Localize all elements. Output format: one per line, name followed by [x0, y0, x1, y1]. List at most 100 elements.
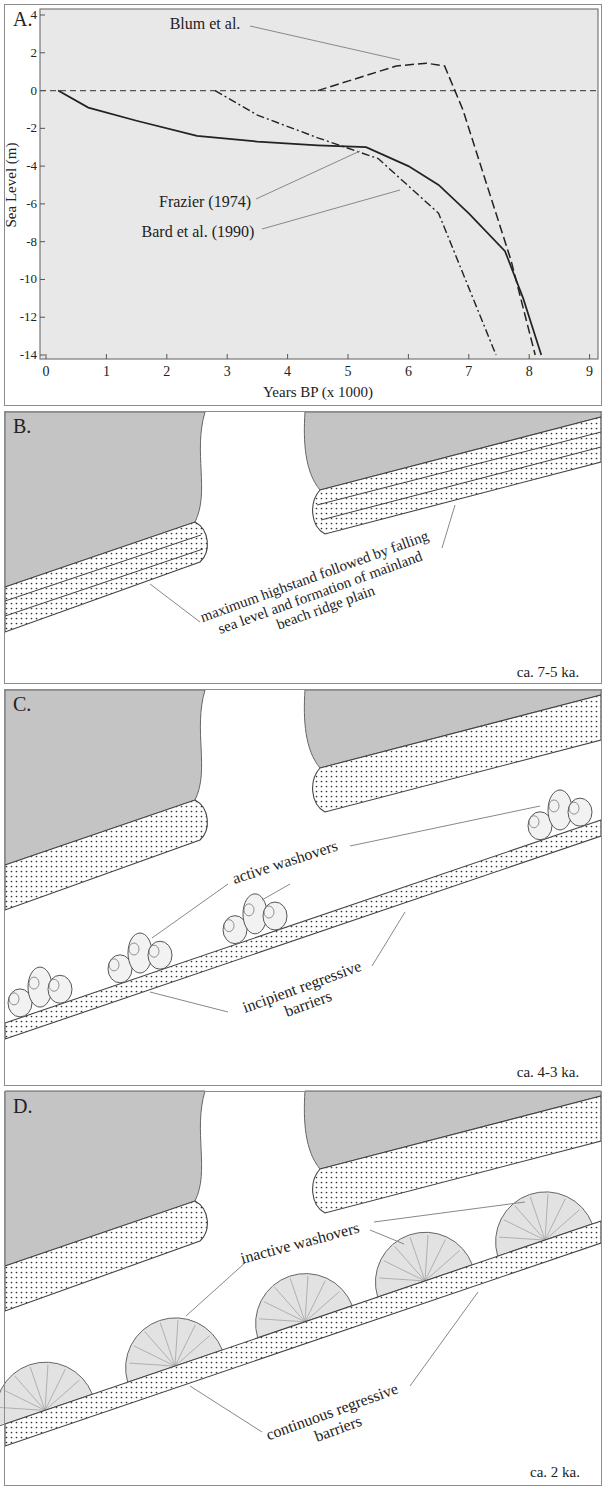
- tick-label: -12: [20, 310, 37, 324]
- tick-mark: [166, 354, 167, 359]
- leader-line: [152, 884, 228, 938]
- fan-line: [530, 1197, 545, 1241]
- tick-label: 4: [31, 8, 38, 22]
- tick-label: 6: [405, 364, 412, 379]
- curve-label: Bard et al. (1990): [142, 223, 255, 241]
- map-annotation: inactive washovers: [239, 1219, 362, 1268]
- active-washover: [48, 975, 72, 1003]
- sea-level-chart: [40, 9, 598, 359]
- leader-line: [442, 505, 455, 548]
- fan-line: [160, 1323, 175, 1367]
- washover-lobe: [529, 816, 539, 828]
- active-washover: [263, 902, 287, 930]
- tick-label: 1: [103, 364, 110, 379]
- leader-line: [374, 1202, 525, 1222]
- panel-letter: B.: [13, 415, 31, 438]
- tick-label: 5: [345, 364, 352, 379]
- map-base: [5, 690, 601, 1039]
- tick-mark: [106, 354, 107, 359]
- tick-mark: [468, 354, 469, 359]
- fan-line: [30, 1367, 45, 1411]
- ridge-line: [321, 447, 601, 520]
- ridge-line: [317, 432, 601, 505]
- tick-label: -2: [26, 121, 37, 135]
- map-base: [0, 1091, 601, 1446]
- tick-mark: [589, 354, 590, 359]
- map-annotation: ca. 4-3 ka.: [517, 1064, 579, 1081]
- tick-label: 0: [43, 364, 50, 379]
- tick-mark: [40, 166, 45, 167]
- panel-letter: D.: [13, 1095, 32, 1118]
- panel-letter: C.: [13, 693, 31, 716]
- map-annotation: continuous regressive barriers: [259, 1378, 412, 1462]
- leader-line: [150, 584, 200, 622]
- leader-line: [190, 1386, 262, 1432]
- leader-line: [256, 151, 360, 199]
- tick-label: -8: [26, 235, 37, 249]
- fan-line: [275, 1287, 305, 1322]
- fan-line: [410, 1237, 425, 1281]
- fan-line: [15, 1376, 45, 1411]
- curve-label: Blum et al.: [170, 15, 241, 33]
- curve-label: Frazier (1974): [159, 193, 251, 211]
- tick-label: 8: [526, 364, 533, 379]
- bard-curve: [215, 91, 496, 355]
- beach-ridge-plain: [313, 417, 601, 534]
- washover-lobe: [224, 920, 234, 932]
- fan-line: [515, 1206, 545, 1241]
- leader-line: [262, 884, 290, 900]
- tick-mark: [40, 317, 45, 318]
- plot-area: [40, 9, 598, 359]
- tick-label: 2: [163, 364, 170, 379]
- fan-line: [305, 1276, 308, 1322]
- active-washover: [568, 798, 592, 826]
- blum-curve: [318, 63, 535, 355]
- chart-panel: A.: [4, 4, 602, 406]
- fan-line: [45, 1364, 48, 1410]
- leader-line: [372, 912, 405, 966]
- tick-label: 3: [224, 364, 231, 379]
- tick-mark: [348, 354, 349, 359]
- washover-lobe: [9, 993, 19, 1005]
- fan-line: [499, 1237, 545, 1240]
- tick-mark: [287, 354, 288, 359]
- washover-lobe: [149, 945, 159, 957]
- washover-lobe: [29, 977, 39, 989]
- tick-label: 2: [31, 46, 38, 60]
- active-washover: [148, 941, 172, 969]
- washover-lobe: [129, 943, 139, 955]
- tick-mark: [40, 15, 45, 16]
- tick-label: -6: [26, 197, 37, 211]
- tick-mark: [40, 128, 45, 129]
- axis-title: Sea Level (m): [3, 143, 20, 228]
- fan-line: [379, 1278, 425, 1281]
- map-panel: B.: [4, 411, 602, 684]
- fan-line: [129, 1363, 175, 1366]
- axis-title: Years BP (x 1000): [263, 384, 373, 401]
- washover-lobe: [109, 959, 119, 971]
- map-annotation: active washovers: [230, 837, 340, 888]
- leader-line: [370, 1230, 404, 1244]
- beach-ridge-plain: [5, 800, 207, 910]
- regressive-barrier: [5, 820, 601, 1039]
- map-annotation: maximum highstand followed by falling se…: [196, 527, 443, 657]
- washover-lobe: [264, 906, 274, 918]
- tick-label: 4: [284, 364, 291, 379]
- leader-line: [250, 26, 400, 60]
- washover-lobe: [244, 904, 254, 916]
- tick-label: -14: [20, 348, 37, 362]
- leader-line: [262, 190, 400, 229]
- tick-mark: [40, 52, 45, 53]
- ridge-line: [5, 535, 201, 601]
- leader-line: [410, 1292, 478, 1386]
- washover-lobe: [49, 979, 59, 991]
- ridge-line: [5, 549, 203, 616]
- fan-line: [0, 1407, 45, 1410]
- fan-line: [175, 1320, 178, 1366]
- tick-mark: [227, 354, 228, 359]
- tick-mark: [40, 355, 45, 356]
- map-panel: C.: [4, 689, 602, 1086]
- tick-label: 9: [586, 364, 593, 379]
- fan-line: [259, 1319, 305, 1322]
- fan-line: [290, 1278, 305, 1322]
